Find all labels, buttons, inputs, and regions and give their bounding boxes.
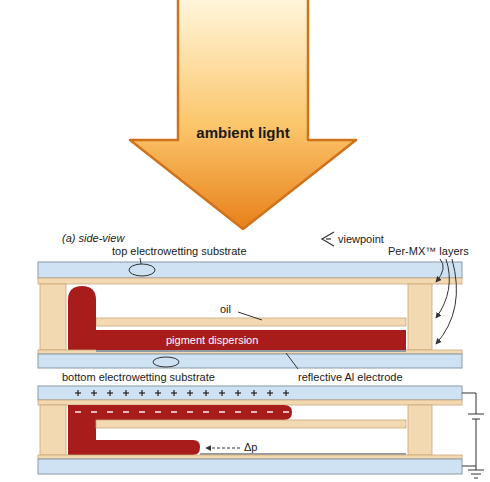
permx-layer: [38, 278, 462, 284]
right-wall: [408, 284, 432, 350]
minus-sign: [171, 411, 177, 412]
figure-label: (a) side-view: [62, 232, 124, 245]
top-substrate: [38, 262, 462, 278]
pigment-reservoir: [68, 330, 98, 350]
minus-sign: [123, 411, 129, 412]
left-wall: [40, 405, 66, 455]
light-arrow: ambient light: [128, 0, 358, 232]
minus-sign: [219, 411, 225, 412]
plus-sign: [75, 390, 81, 396]
eye-symbol: [322, 232, 334, 246]
leader-line: [286, 353, 298, 369]
minus-sign: [91, 411, 97, 412]
minus-sign: [107, 411, 113, 412]
leader-line: [436, 259, 449, 318]
part-label: oil: [220, 303, 231, 316]
bottom-substrate: [38, 354, 462, 368]
leader-line: [436, 259, 456, 344]
minus-sign: [203, 411, 209, 412]
plus-sign: [251, 390, 257, 396]
permx-layer: [38, 400, 462, 405]
node-text: ambient light: [196, 124, 289, 141]
part-label: Per-MX™ layers: [388, 245, 469, 258]
part-label: reflective Al electrode: [298, 371, 403, 384]
minus-sign: [235, 411, 241, 412]
minus-sign: [187, 411, 193, 412]
arrow-shape: [128, 0, 358, 232]
leader-line: [238, 312, 262, 320]
plus-sign: [219, 390, 225, 396]
pigment-band: pigment dispersion: [96, 330, 406, 350]
minus-sign: [155, 411, 161, 412]
leader-line: [140, 258, 141, 264]
al-electrode: [96, 350, 406, 352]
callout-oval: [153, 357, 179, 367]
minus-sign: [267, 411, 273, 412]
plus-sign: [203, 390, 209, 396]
permx-layer: [38, 350, 462, 354]
voltage-source: [462, 393, 484, 478]
part-label: viewpoint: [338, 233, 384, 246]
minus-sign: [283, 411, 289, 412]
callout-oval: [129, 264, 155, 276]
plus-sign: [171, 390, 177, 396]
spacer-bar: [96, 420, 406, 428]
panel-on: [38, 386, 484, 478]
plus-sign: [91, 390, 97, 396]
plus-sign: [267, 390, 273, 396]
plus-sign: [155, 390, 161, 396]
plus-sign: [187, 390, 193, 396]
charge-signs: [75, 390, 289, 412]
permx-layer: [38, 455, 462, 459]
spacer-bar: [96, 318, 406, 326]
plus-sign: [235, 390, 241, 396]
minus-sign: [251, 411, 257, 412]
plus-sign: [139, 390, 145, 396]
pigment-spread: [68, 405, 292, 455]
left-wall: [40, 284, 66, 350]
plus-sign: [107, 390, 113, 396]
pigment-remnant: [94, 440, 200, 455]
bottom-substrate: [38, 459, 462, 474]
plus-sign: [283, 390, 289, 396]
node-text: pigment dispersion: [166, 334, 258, 347]
right-wall: [408, 405, 432, 455]
leader-line: [436, 259, 443, 282]
minus-sign: [139, 411, 145, 412]
minus-sign: [75, 411, 81, 412]
part-label: bottom electrowetting substrate: [62, 371, 215, 384]
pressure-arrow: [206, 448, 240, 449]
top-substrate: [38, 386, 462, 400]
plus-sign: [123, 390, 129, 396]
part-label: top electrowetting substrate: [112, 245, 247, 258]
symbol-label: Δp: [244, 441, 257, 454]
